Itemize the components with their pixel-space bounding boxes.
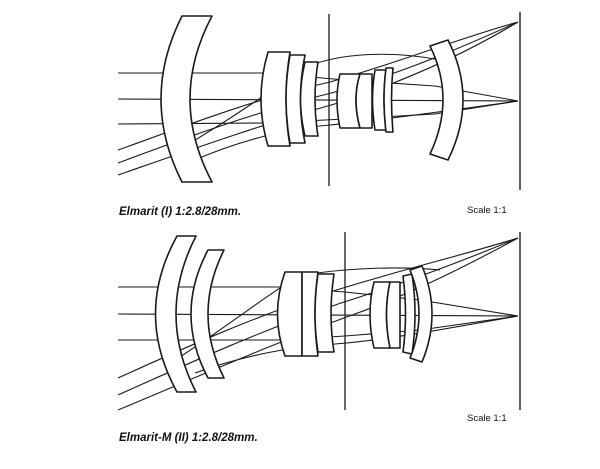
lens-element-rear-meniscus (429, 39, 464, 161)
ray-oblique-5-b (194, 315, 519, 374)
lens-group-bottom (154, 235, 433, 393)
lens-element-6 (355, 73, 373, 129)
lens-diagram-elmarit-m-ii: Elmarit-M (II) 1:2.8/28mm. Scale 1:1 (117, 232, 521, 444)
scale-label-top: Scale 1:1 (467, 205, 507, 216)
lens-element-front-meniscus (160, 15, 213, 183)
caption-elmarit-i: Elmarit (I) 1:2.8/28mm. (119, 206, 241, 218)
lens-element-8 (383, 67, 394, 133)
lens-element-front-meniscus-1-b (154, 235, 197, 393)
caption-elmarit-m-ii: Elmarit-M (II) 1:2.8/28mm. (119, 432, 258, 444)
lens-element-front-meniscus-2-b (190, 249, 225, 379)
lens-element-4-b (314, 273, 335, 353)
lens-element-2-b (276, 271, 303, 357)
lens-element-4 (299, 61, 319, 137)
lens-element-6-b (385, 281, 401, 349)
scale-label-bottom: Scale 1:1 (467, 413, 507, 424)
lens-group-top (160, 15, 464, 183)
lens-element-7-b (402, 273, 416, 355)
lens-diagram-elmarit-i: Elmarit (I) 1:2.8/28mm. Scale 1:1 (117, 12, 521, 218)
lens-element-rear-meniscus-b (409, 265, 433, 363)
